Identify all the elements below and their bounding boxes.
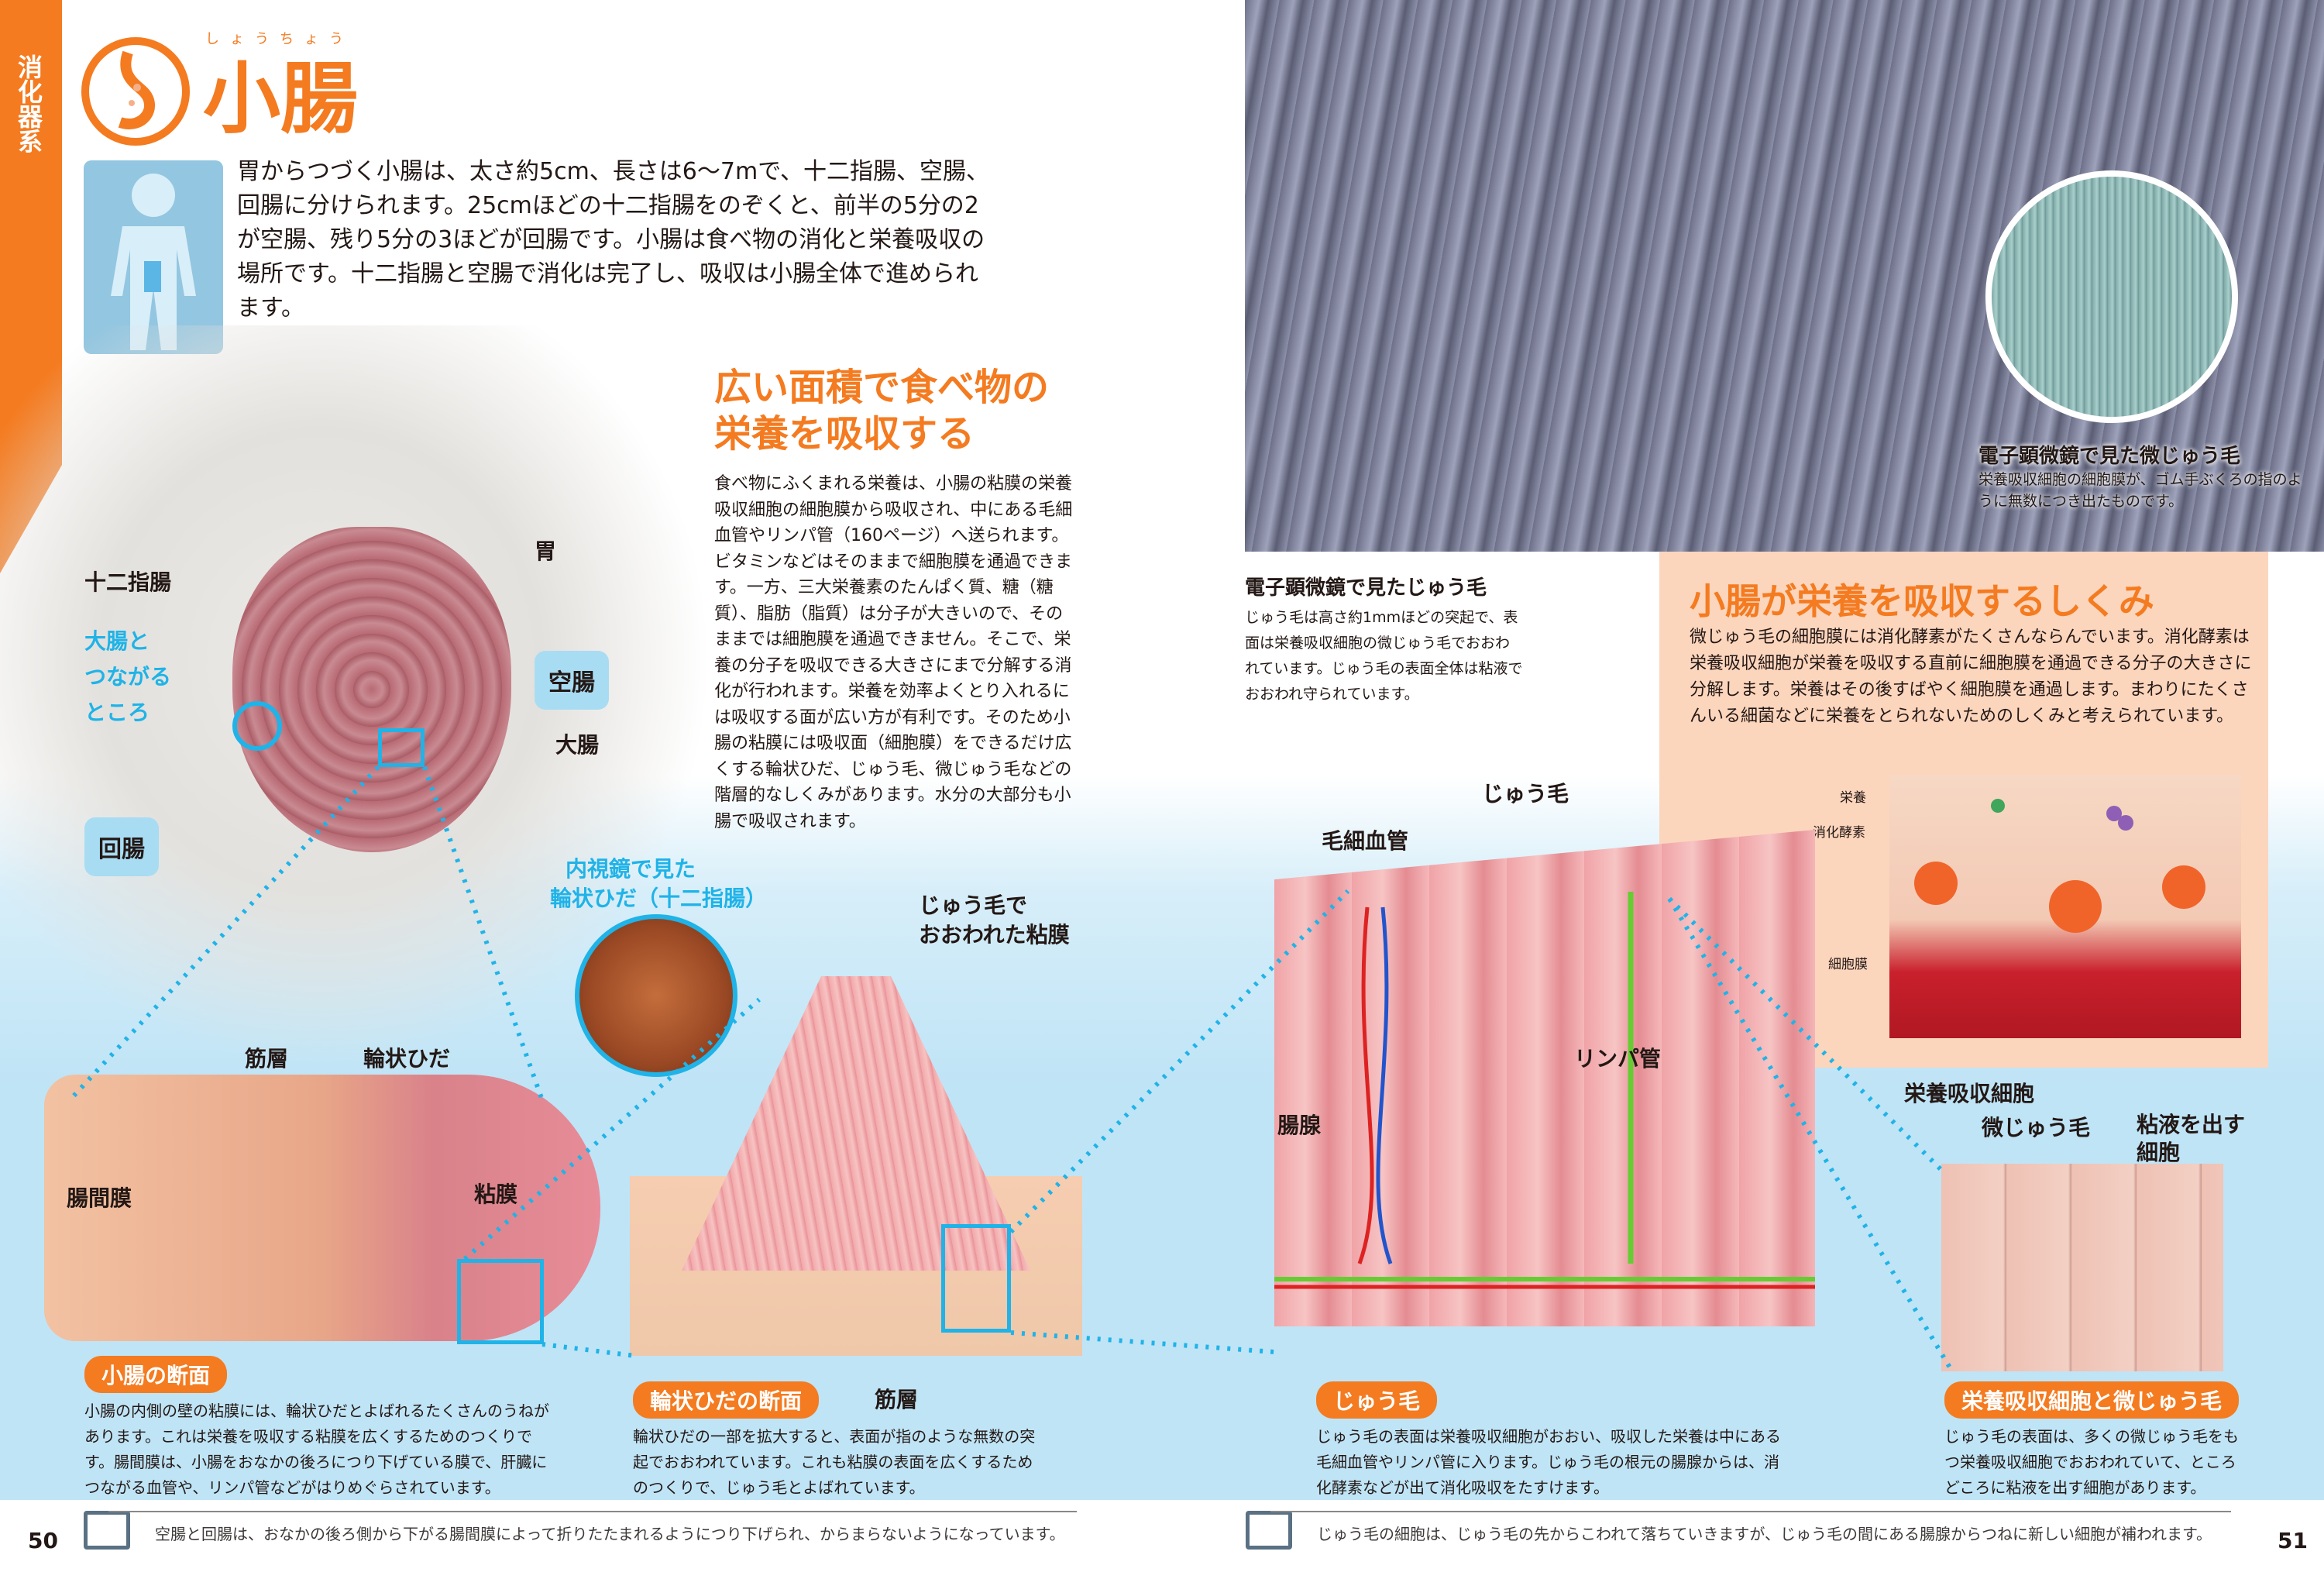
body-silhouette-icon	[84, 160, 223, 354]
absorptive-cell-illustration	[1941, 1164, 2223, 1371]
highlight-circle	[232, 701, 282, 751]
section-title-cross-section: 小腸の断面	[84, 1356, 228, 1393]
intro-text: 胃からつづく小腸は、太さ約5cm、長さは6～7mで、十二指腸、空腸、回腸に分けら…	[237, 158, 990, 322]
photo-caption: 電子顕微鏡で見たじゅう毛 じゅう毛は高さ約1mmほどの突起で、表面は栄養吸収細胞…	[1245, 572, 1524, 707]
label-line: 粘液を出す	[2137, 1112, 2246, 1137]
label-line: じゅう毛で	[919, 893, 1028, 918]
microvilli-sem-inset	[1985, 170, 2238, 423]
label-circular-fold: 輪状ひだ	[363, 1046, 451, 1072]
intestine-cross-section-illustration	[44, 1075, 600, 1341]
note-book-icon	[1246, 1511, 1292, 1550]
label-duodenum: 十二指腸	[84, 569, 172, 595]
label-muscle-layer: 筋層	[245, 1046, 289, 1072]
label-capillary: 毛細血管	[1322, 828, 1409, 854]
label-mesentery: 腸間膜	[67, 1185, 132, 1211]
zoom-box	[941, 1224, 1011, 1333]
villus-illustration	[1274, 830, 1815, 1326]
inset-caption: 電子顕微鏡で見た微じゅう毛 栄養吸収細胞の細胞膜が、ゴム手ぶくろの指のように無数…	[1978, 440, 2304, 512]
mechanism-text: 微じゅう毛の細胞膜には消化酵素がたくさんならんでいます。消化酵素は栄養吸収細胞が…	[1690, 628, 2252, 726]
zoom-box	[378, 728, 425, 767]
inset-caption-title: 電子顕微鏡で見た微じゅう毛	[1978, 445, 2241, 468]
label-lymph-vessel: リンパ管	[1574, 1046, 1662, 1072]
page-title: 小腸	[203, 53, 358, 144]
small-intestine-illustration	[232, 527, 511, 852]
label-line: ところ	[84, 700, 150, 725]
main-heading: 広い面積で食べ物の 栄養を吸収する	[714, 364, 1049, 457]
label-line: つながる	[84, 664, 172, 690]
label-jejunum: 空腸	[535, 651, 609, 710]
label-colon-connection: 大腸と つながる ところ	[84, 624, 171, 731]
heading-line: 広い面積で食べ物の	[714, 366, 1050, 409]
label-line: 大腸と	[84, 628, 150, 654]
inset-caption-text: 栄養吸収細胞の細胞膜が、ゴム手ぶくろの指のように無数につき出たものです。	[1978, 471, 2302, 510]
mechanism-heading: 小腸が栄養を吸収するしくみ	[1690, 580, 2154, 622]
label-enzyme: 消化酵素	[1813, 825, 1865, 841]
footer-note-right: じゅう毛の細胞は、じゅう毛の先からこわれて落ちていきますが、じゅう毛の間にある腸…	[1317, 1525, 2212, 1543]
label-mucosa: 粘膜	[474, 1182, 518, 1207]
label-stomach: 胃	[535, 538, 557, 564]
photo-caption-text: じゅう毛は高さ約1mmほどの突起で、表面は栄養吸収細胞の微じゅう毛でおおわれてい…	[1245, 609, 1523, 703]
section-title-fold: 輪状ひだの断面	[633, 1381, 820, 1419]
label-mucus-cell: 粘液を出す 細胞	[2137, 1111, 2245, 1167]
section-title-villus: じゅう毛	[1316, 1381, 1438, 1419]
label-membrane: 細胞膜	[1828, 957, 1868, 972]
section-title-cells: 栄養吸収細胞と微じゅう毛	[1944, 1381, 2240, 1419]
zoom-box	[457, 1259, 544, 1344]
section-text-cross-section: 小腸の内側の壁の粘膜には、輪状ひだとよばれるたくさんのうねがあります。これは栄養…	[84, 1402, 549, 1497]
main-text: 食べ物にふくまれる栄養は、小腸の粘膜の栄養吸収細胞の細胞膜から吸収され、中にある…	[714, 474, 1073, 831]
section-label: 消化器系	[14, 54, 43, 153]
stomach-logo-icon	[81, 37, 190, 146]
section-text-fold: 輪状ひだの一部を拡大すると、表面が指のような無数の突起でおおわれています。これも…	[633, 1427, 1036, 1497]
label-line: おおわれた粘膜	[919, 922, 1070, 948]
page-number-left: 50	[28, 1528, 58, 1553]
label-muscle-layer-2: 筋層	[875, 1387, 919, 1412]
label-colon: 大腸	[555, 732, 600, 758]
label-ileum: 回腸	[84, 817, 159, 876]
heading-line: 栄養を吸収する	[714, 412, 975, 456]
page-number-right: 51	[2278, 1528, 2308, 1553]
label-absorptive-cell: 栄養吸収細胞	[1904, 1081, 2035, 1106]
note-book-icon	[84, 1511, 130, 1550]
label-villi-mucosa: じゅう毛で おおわれた粘膜	[919, 891, 1070, 950]
section-text-cells: じゅう毛の表面は、多くの微じゅう毛をもつ栄養吸収細胞でおおわれていて、ところどこ…	[1944, 1427, 2239, 1497]
footer-note-left: 空腸と回腸は、おなかの後ろ側から下がる腸間膜によって折りたたまれるようにつり下げ…	[155, 1525, 1065, 1543]
footer-rule	[108, 1511, 1077, 1512]
label-microvilli: 微じゅう毛	[1982, 1115, 2091, 1140]
label-endoscope-fold: 輪状ひだ（十二指腸）	[550, 886, 768, 911]
enzyme-illustration	[1889, 775, 2241, 1038]
label-nutrient: 栄養	[1840, 790, 1866, 806]
title-ruby: しょうちょう	[205, 31, 354, 47]
label-line: 細胞	[2137, 1140, 2181, 1165]
label-intestinal-gland: 腸腺	[1277, 1113, 1322, 1138]
label-endoscope: 内視鏡で見た	[566, 856, 696, 882]
photo-caption-title: 電子顕微鏡で見たじゅう毛	[1245, 576, 1487, 600]
label-villus: じゅう毛	[1482, 781, 1569, 807]
section-text-villus: じゅう毛の表面は栄養吸収細胞がおおい、吸収した栄養は中にある毛細血管やリンパ管に…	[1316, 1427, 1781, 1497]
footer-rule	[1270, 1511, 2231, 1512]
